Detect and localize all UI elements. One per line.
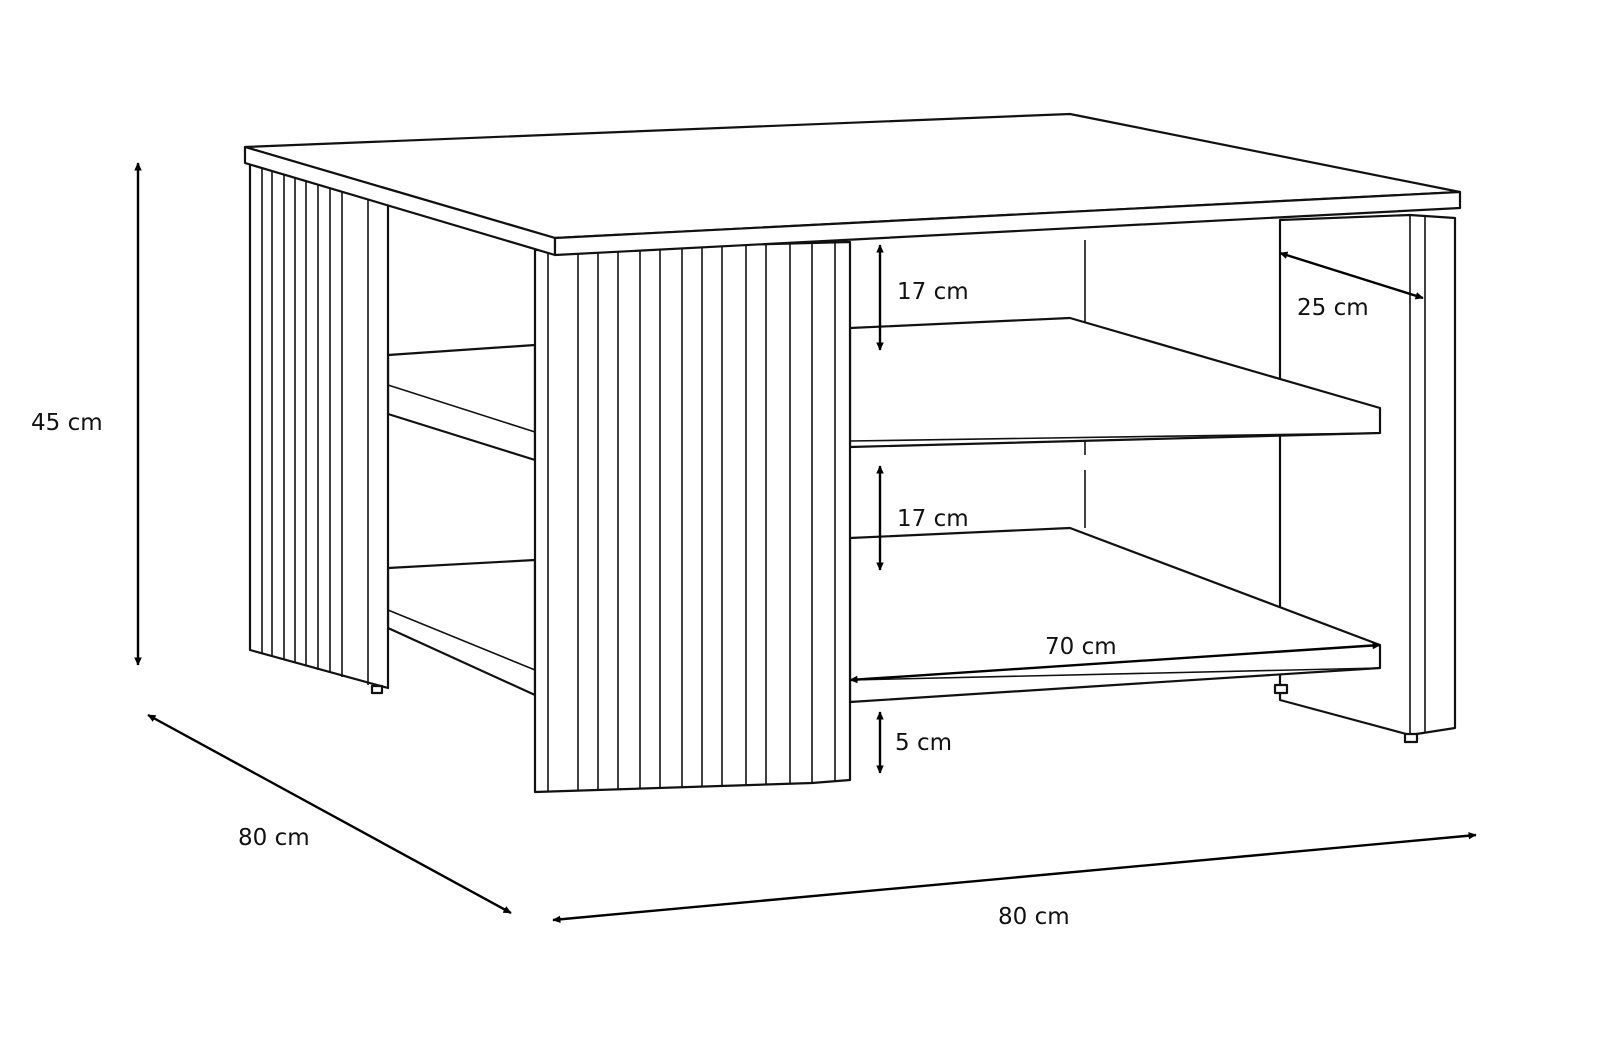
dim-width xyxy=(552,831,1477,924)
dim-shelf-depth xyxy=(1279,251,1424,300)
label-shelf-width: 70 cm xyxy=(1045,634,1117,660)
label-width: 80 cm xyxy=(998,904,1070,930)
left-fluted-panel xyxy=(248,161,390,695)
label-floor-clearance: 5 cm xyxy=(895,730,952,756)
dim-shelf-width xyxy=(849,641,1381,684)
dim-depth xyxy=(147,713,512,915)
label-depth: 80 cm xyxy=(238,825,310,851)
front-fluted-panel xyxy=(533,240,852,794)
left-shelves xyxy=(386,343,537,697)
label-height-total: 45 cm xyxy=(31,410,103,436)
right-side-panel xyxy=(1273,213,1457,744)
table-top xyxy=(243,112,1462,257)
label-shelf-gap-lower: 17 cm xyxy=(897,506,969,532)
label-shelf-depth: 25 cm xyxy=(1297,295,1369,321)
label-shelf-gap-upper: 17 cm xyxy=(897,279,969,305)
